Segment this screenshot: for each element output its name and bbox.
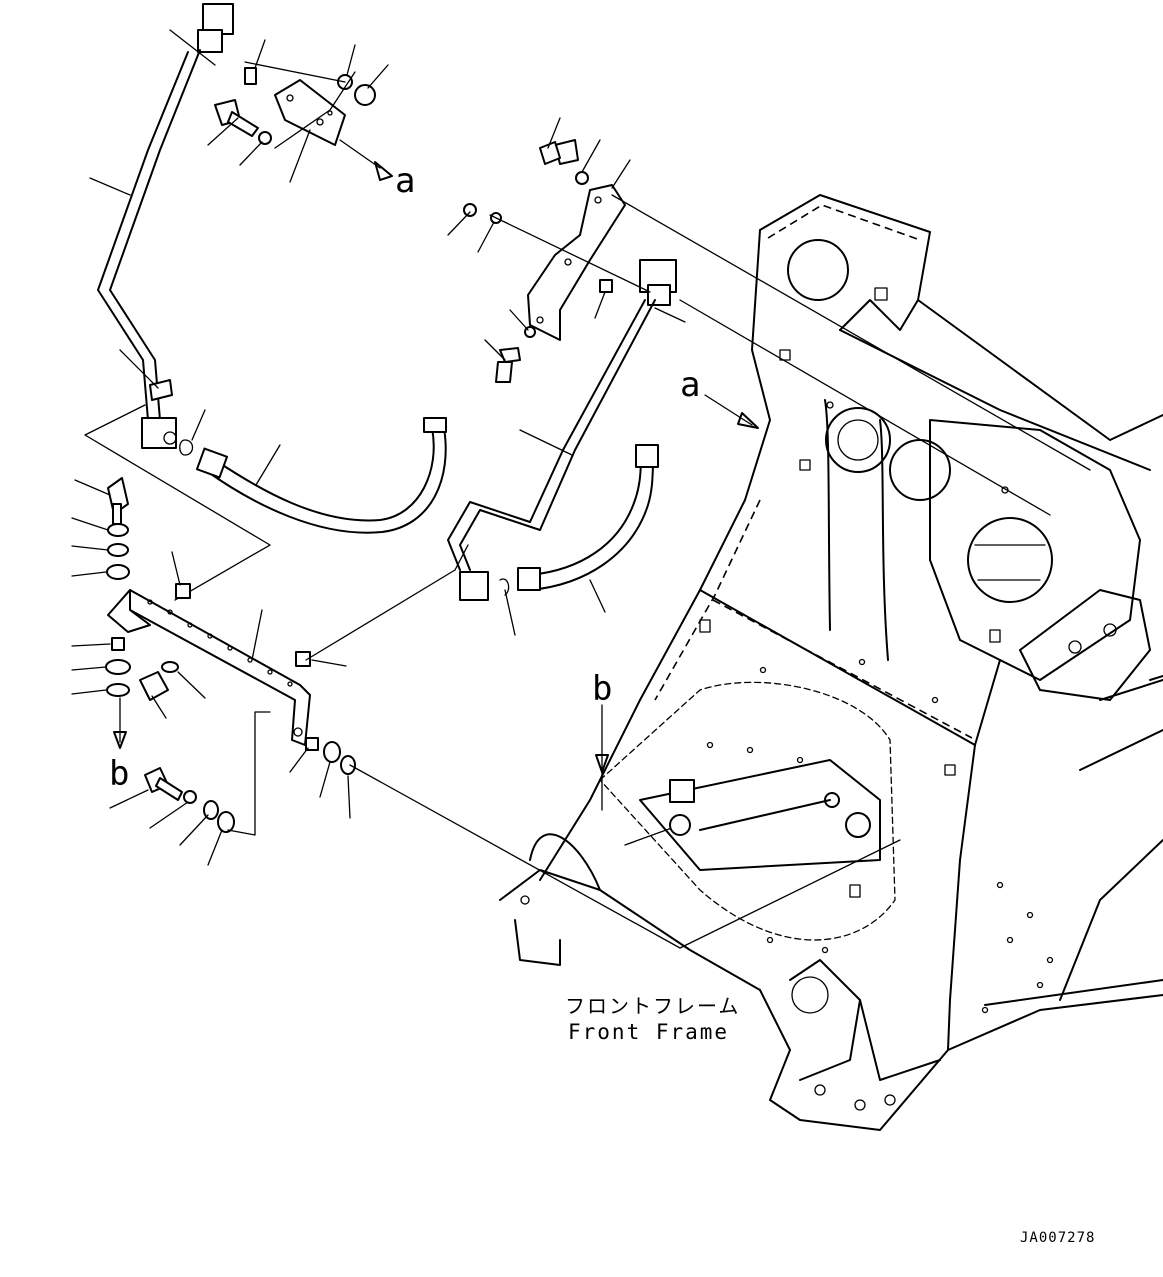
left-tube-assembly [84, 3, 447, 601]
front-frame [499, 194, 1163, 1131]
callout-b-frame: b [592, 669, 612, 709]
left-bracket-assembly [71, 477, 901, 949]
drawing-id: JA007278 [1020, 1230, 1095, 1246]
a-frame-arrow-line [704, 394, 753, 426]
left-mount-plate [274, 79, 346, 146]
callout-a-top: a [395, 161, 415, 201]
long-mounting-bracket [129, 589, 311, 746]
frame-label-japanese: フロントフレーム [565, 994, 740, 1018]
callout-b-left: b [109, 754, 129, 794]
frame-label-english: Front Frame [568, 1020, 729, 1044]
left-steel-tube [109, 49, 201, 421]
right-tube-assembly [447, 117, 1091, 636]
callout-a-frame: a [680, 365, 700, 405]
right-mount-bracket [527, 184, 626, 341]
